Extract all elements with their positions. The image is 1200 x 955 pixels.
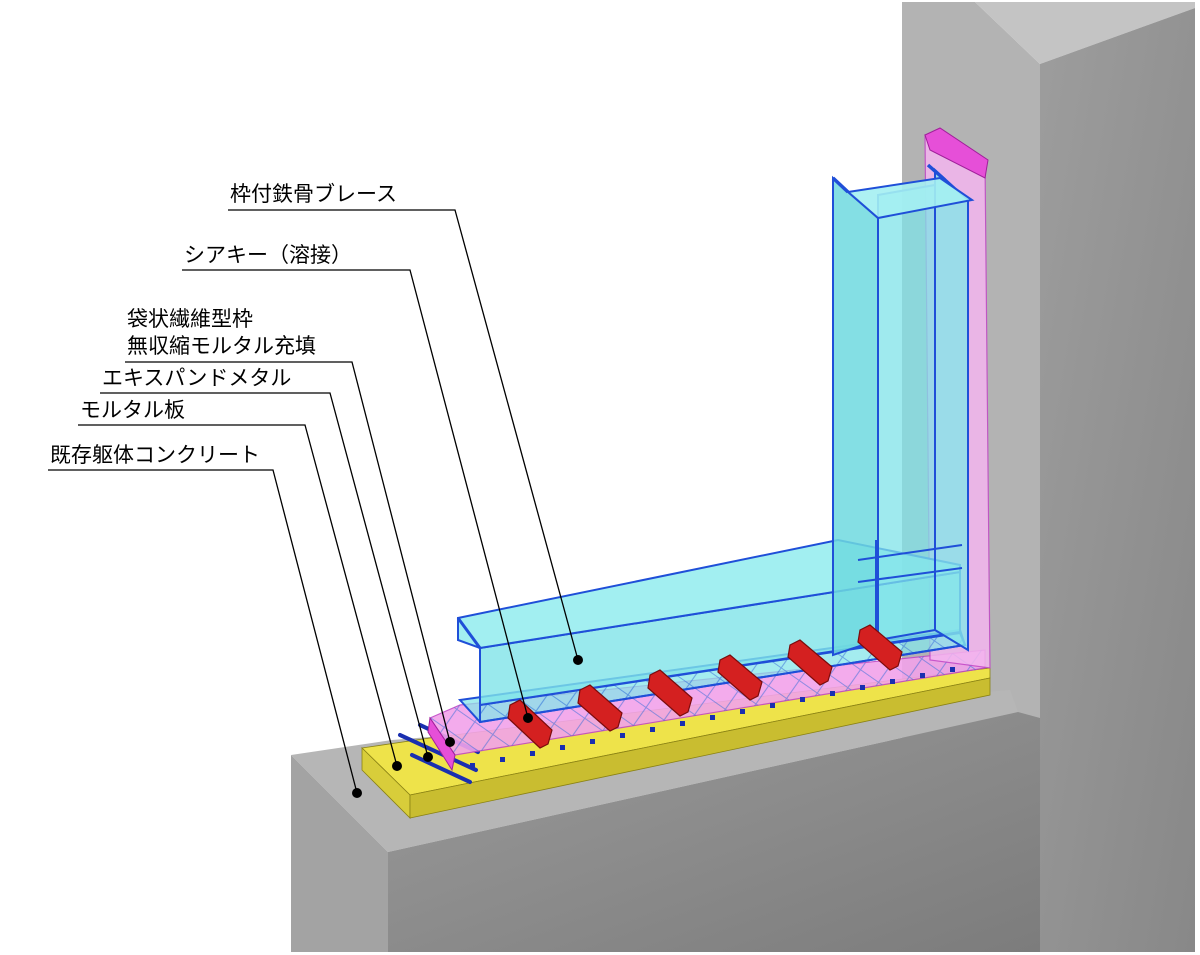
mortar-board-front	[409, 677, 991, 819]
label-bag-form: 袋状繊維型枠	[127, 307, 253, 331]
label-expanded-metal: エキスパンドメタル	[102, 366, 292, 390]
label-mortar-board: モルタル板	[80, 398, 185, 422]
label-grout: 無収縮モルタル充填	[127, 334, 316, 358]
shear-keys	[507, 624, 903, 749]
existing-concrete	[291, 2, 1195, 952]
col-inner-flange	[934, 167, 969, 652]
label-existing-concrete: 既存躯体コンクリート	[50, 443, 260, 467]
bag-form-bottom-mesh	[430, 650, 985, 755]
shear-key	[507, 699, 553, 749]
column-top-face	[902, 2, 1195, 64]
col-top-cap	[845, 176, 975, 220]
leader-grout	[125, 361, 451, 743]
bag-form-top-cap	[924, 127, 989, 179]
beam-top-face	[291, 690, 1018, 852]
label-shear-key: シアキー（溶接）	[184, 243, 352, 267]
shear-key	[647, 669, 693, 717]
leader-dots	[352, 655, 583, 798]
leader-mortar-board	[78, 424, 398, 767]
col-outer-flange	[832, 175, 879, 657]
shear-key	[717, 654, 763, 701]
col-web	[877, 183, 936, 642]
shear-key	[857, 624, 903, 671]
beam-front-face	[388, 712, 1040, 952]
column-front-face	[1040, 8, 1195, 952]
anchor-row	[470, 667, 955, 768]
mortar-board	[361, 667, 991, 819]
label-brace: 枠付鉄骨ブレース	[230, 182, 397, 206]
beam-left-face	[291, 755, 388, 952]
leader-brace	[228, 209, 579, 661]
leader-lines	[48, 209, 579, 794]
shear-key	[577, 684, 623, 732]
leader-expanded-metal	[100, 392, 429, 758]
steel-frame-brace	[456, 163, 975, 724]
leader-existing-concrete	[48, 469, 358, 794]
shear-key	[787, 639, 833, 686]
leader-shear-key	[182, 269, 529, 719]
